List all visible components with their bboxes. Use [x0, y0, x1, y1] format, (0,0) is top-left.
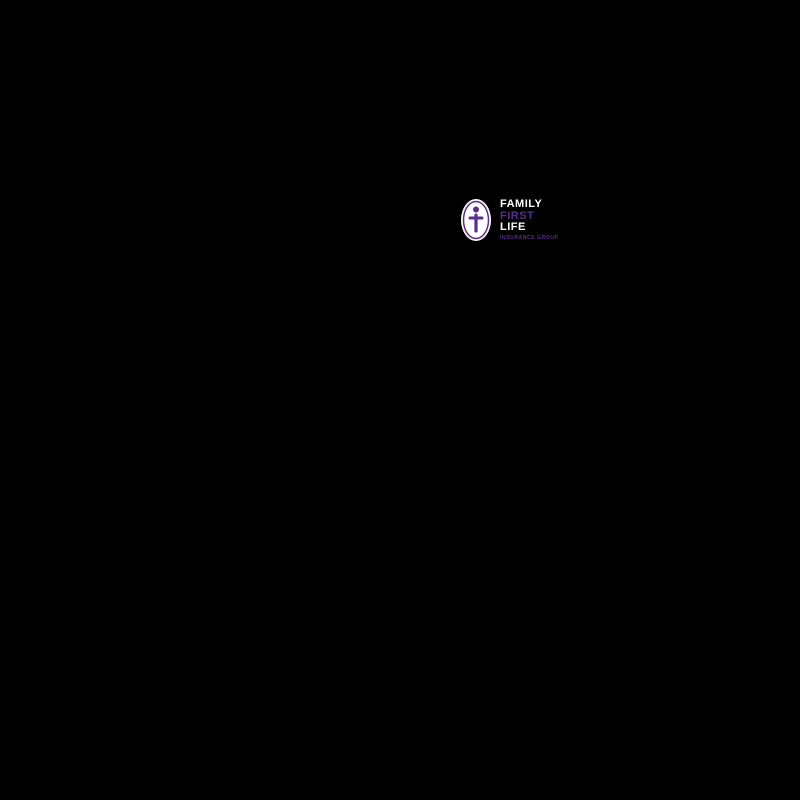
logo-tagline: INSURANCE GROUP [500, 234, 559, 241]
logo-wordmark: FAMILY FIRST LIFE INSURANCE GROUP [500, 199, 558, 241]
logo-line-first: FIRST [500, 209, 535, 222]
family-first-life-logo[interactable]: FAMILY FIRST LIFE INSURANCE GROUP [458, 196, 558, 244]
logo-line-family: FAMILY [500, 198, 543, 211]
oval-cross-icon [461, 199, 491, 241]
logo-line-life: LIFE [500, 221, 526, 234]
